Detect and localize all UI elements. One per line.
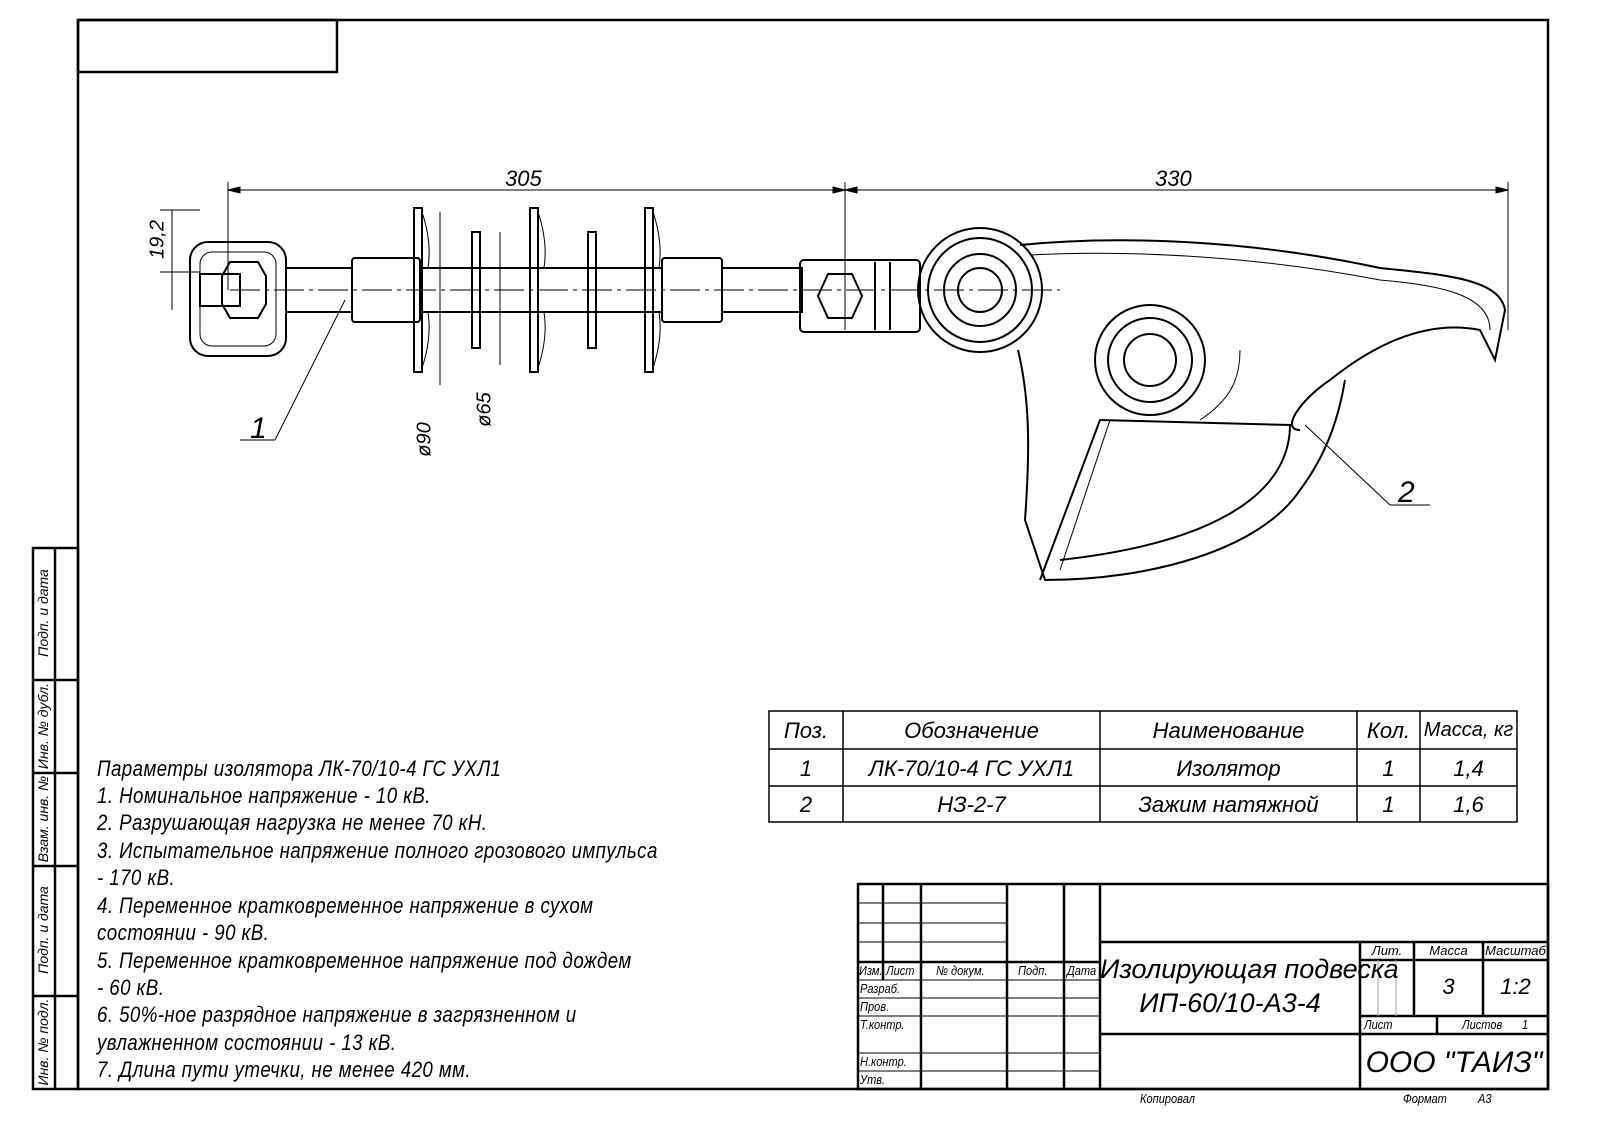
company-name: ООО "ТАИЗ" (1365, 1046, 1543, 1079)
col-header-date: Дата (1067, 963, 1097, 978)
col-header-sheet: Лист (886, 963, 915, 978)
format-value: А3 (1478, 1091, 1492, 1106)
note-line: - 170 кВ. (97, 865, 176, 890)
role-approved: Утв. (860, 1072, 886, 1087)
callout-2: 2 (1398, 476, 1415, 509)
note-line: 2. Разрушающая нагрузка не менее 70 кН. (97, 810, 488, 835)
dimension-d90: ø90 (413, 422, 436, 457)
sheets-label: Листов (1462, 1017, 1503, 1032)
role-tech-control: Т.контр. (860, 1017, 905, 1032)
top-left-box (76, 18, 339, 74)
table-header-qty: Кол. (1366, 718, 1411, 743)
mass-value: 3 (1442, 974, 1455, 999)
lit-label: Лит. (1371, 943, 1403, 958)
note-line: 3. Испытательное напряжение полного гроз… (97, 838, 658, 863)
table-cell: 1,6 (1453, 792, 1484, 817)
note-line: увлажненном состоянии - 13 кВ. (97, 1030, 397, 1055)
col-header-doc-number: № докум. (936, 963, 985, 978)
table-header-pos: Поз. (783, 718, 829, 743)
copied-label: Копировал (1140, 1091, 1195, 1106)
drawing-title-line2: ИП-60/10-А3-4 (1139, 988, 1321, 1018)
sheets-value: 1 (1522, 1017, 1529, 1032)
table-cell: 2 (799, 792, 813, 817)
callout-1: 1 (250, 412, 267, 445)
note-line: 1. Номинальное напряжение - 10 кВ. (97, 783, 431, 808)
note-line: состоянии - 90 кВ. (97, 920, 270, 945)
note-line: - 60 кВ. (97, 975, 165, 1000)
dimension-19-2: 19,2 (146, 220, 169, 259)
dimension-d65: ø65 (473, 392, 496, 427)
drawing-frame (76, 18, 1550, 1091)
table-cell: Изолятор (1176, 756, 1281, 781)
note-line: 4. Переменное кратковременное напряжение… (97, 893, 594, 918)
side-stamp-label: Инв. № подл. (35, 998, 51, 1086)
side-stamp-label: Подп. и дата (35, 886, 51, 974)
side-stamp-label: Подп. и дата (35, 569, 51, 657)
table-header-name: Наименование (1152, 718, 1305, 743)
clamp-drawing (917, 227, 1507, 582)
note-line: 6. 50%-ное разрядное напряжение в загряз… (97, 1002, 577, 1027)
insulator-drawing (189, 207, 921, 373)
role-developer: Разраб. (860, 981, 900, 996)
table-cell: 1 (1382, 756, 1395, 781)
table-cell: Зажим натяжной (1138, 792, 1319, 817)
note-line: 5. Переменное кратковременное напряжение… (97, 948, 632, 973)
table-header-mass: Масса, кг (1423, 719, 1514, 741)
mass-label: Масса (1429, 943, 1468, 958)
table-cell: НЗ-2-7 (937, 792, 1006, 817)
table-cell: 1 (1382, 792, 1395, 817)
side-stamp-grid (31, 546, 80, 1091)
table-cell: 1 (799, 756, 813, 781)
side-stamp-label: Взам. инв. № (35, 775, 51, 863)
dimension-lines (160, 182, 1509, 506)
title-block-grid (856, 882, 1550, 1091)
note-line: 7. Длина пути утечки, не менее 420 мм. (97, 1057, 471, 1082)
table-cell: 1,4 (1453, 756, 1484, 781)
scale-value: 1:2 (1500, 974, 1531, 999)
dimension-305: 305 (505, 166, 542, 191)
role-checker: Пров. (860, 999, 890, 1014)
table-cell: ЛК-70/10-4 ГС УХЛ1 (868, 756, 1075, 781)
format-label: Формат (1403, 1091, 1447, 1106)
col-header-signature: Подп. (1018, 963, 1048, 978)
scale-label: Масштаб (1485, 943, 1546, 958)
drawing-title-line1: Изолирующая подвеска (1100, 954, 1399, 984)
role-norm-control: Н.контр. (860, 1054, 907, 1069)
spec-table-grid (768, 710, 1518, 823)
col-header-change: Изм. (859, 963, 883, 978)
dimension-330: 330 (1155, 166, 1192, 191)
table-header-designation: Обозначение (904, 718, 1039, 743)
sheet-label: Лист (1364, 1017, 1393, 1032)
note-line: Параметры изолятора ЛК-70/10-4 ГС УХЛ1 (97, 756, 502, 781)
